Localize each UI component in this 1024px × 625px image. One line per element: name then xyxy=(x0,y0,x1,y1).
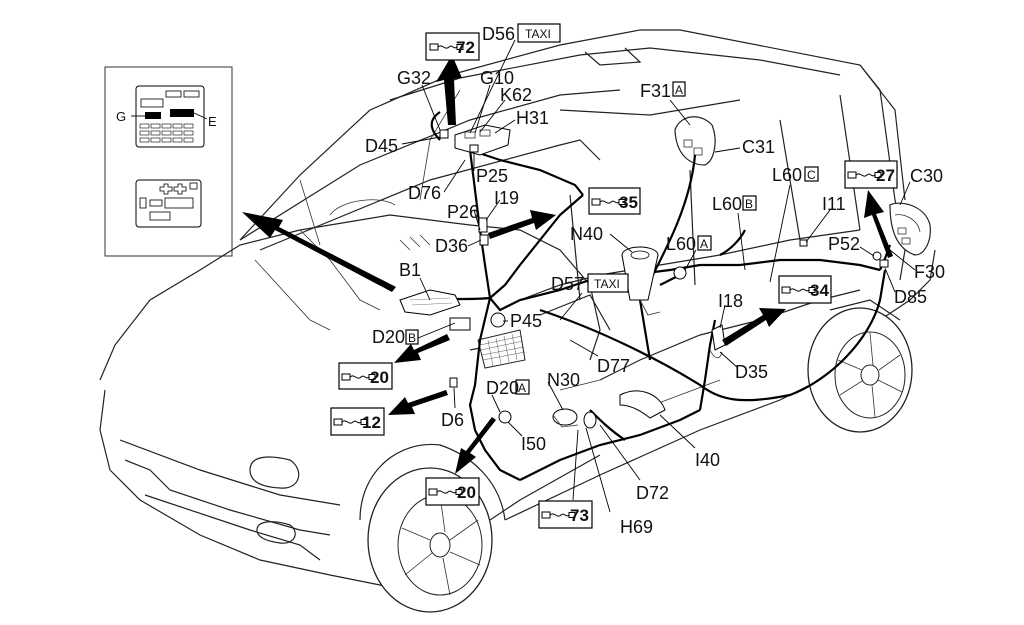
taxi-tag-mid-text: TAXI xyxy=(594,277,620,291)
label-c31: C31 xyxy=(742,137,775,157)
rear-wheel xyxy=(807,307,913,433)
label-d20b: D20 xyxy=(372,327,405,347)
motor-n30 xyxy=(552,408,597,429)
label-d57: D57 xyxy=(551,274,584,294)
reference-box-34: 34 xyxy=(778,275,832,304)
handbrake-i40 xyxy=(619,390,666,419)
taxi-tag-top-text: TAXI xyxy=(525,27,551,41)
front-lamp-f31 xyxy=(674,116,716,166)
fuse-box-b1 xyxy=(399,289,471,331)
leader-lines xyxy=(401,39,916,513)
inset-label-e: E xyxy=(208,114,217,129)
taxi-tag-top xyxy=(517,23,561,43)
label-p25: P25 xyxy=(476,166,508,186)
label-d56: D56 xyxy=(482,24,515,44)
dash-grille xyxy=(477,329,526,369)
connector-p25 xyxy=(469,144,479,153)
reference-box-12: 12 xyxy=(330,407,385,436)
component-labels: D56 G32 G10 K62 H31 D45 P25 D76 I19 P26 … xyxy=(365,24,945,537)
inset-label-g: G xyxy=(116,109,126,124)
label-n30: N30 xyxy=(547,370,580,390)
arrows xyxy=(242,55,893,474)
connector-d6 xyxy=(449,377,458,388)
l60c-variant-tag: C xyxy=(807,168,816,182)
connector-i11 xyxy=(799,239,808,247)
seatbelt-i18 xyxy=(709,324,726,359)
label-p45: P45 xyxy=(510,311,542,331)
label-i11: I11 xyxy=(822,194,846,214)
label-k62: K62 xyxy=(500,85,532,105)
label-d6: D6 xyxy=(441,410,464,430)
label-i40: I40 xyxy=(695,450,720,470)
d20b-variant-tag: B xyxy=(408,331,416,345)
ref-27-number: 27 xyxy=(876,166,895,185)
reference-box-27: 27 xyxy=(844,160,898,189)
rear-lamp xyxy=(889,202,931,256)
connector-p52 xyxy=(872,251,882,261)
l60b-variant-tag: B xyxy=(745,197,753,211)
label-l60a: L60 xyxy=(666,234,696,254)
ref-12-number: 12 xyxy=(362,413,381,432)
d20a-variant-tag: A xyxy=(518,381,526,395)
label-h31: H31 xyxy=(516,108,549,128)
label-c30: C30 xyxy=(910,166,943,186)
label-d72: D72 xyxy=(636,483,669,503)
label-i18: I18 xyxy=(718,291,743,311)
ref-35-number: 35 xyxy=(619,193,638,212)
label-g32: G32 xyxy=(397,68,431,88)
f31-variant-tag: A xyxy=(675,83,683,97)
label-d36: D36 xyxy=(435,236,468,256)
fuse-box-bottom-view xyxy=(135,179,202,228)
wiring-harness xyxy=(429,111,892,481)
reference-box-73: 73 xyxy=(538,500,593,529)
reference-box-72: 72 xyxy=(425,32,480,61)
label-l60b: L60 xyxy=(712,194,742,214)
label-p26: P26 xyxy=(447,202,479,222)
label-d77: D77 xyxy=(597,356,630,376)
label-l60c: L60 xyxy=(772,165,802,185)
ref-20-left-number: 20 xyxy=(370,368,389,387)
label-d85: D85 xyxy=(894,287,927,307)
ref-72-number: 72 xyxy=(456,38,475,57)
tag-boxes: TAXI TAXI A C B A B A xyxy=(405,23,819,395)
ref-20-bottom-number: 20 xyxy=(457,483,476,502)
taxi-tag-mid xyxy=(587,273,629,293)
label-p52: P52 xyxy=(828,234,860,254)
label-f30: F30 xyxy=(914,262,945,282)
horn-i50 xyxy=(498,410,512,424)
switch-p45 xyxy=(490,312,506,328)
label-f31: F31 xyxy=(640,81,671,101)
fuse-box-top-view: G E xyxy=(116,85,217,148)
label-i19: I19 xyxy=(494,188,519,208)
label-d76: D76 xyxy=(408,183,441,203)
l60a-variant-tag: A xyxy=(700,237,708,251)
connector-d85 xyxy=(879,259,889,268)
reference-box-35: 35 xyxy=(588,187,641,215)
inset-panel: G E xyxy=(104,66,233,257)
switch-i19 xyxy=(478,217,489,246)
label-b1: B1 xyxy=(399,260,421,280)
label-d35: D35 xyxy=(735,362,768,382)
ref-73-number: 73 xyxy=(570,506,589,525)
label-h69: H69 xyxy=(620,517,653,537)
label-d45: D45 xyxy=(365,136,398,156)
ref-34-number: 34 xyxy=(810,281,829,300)
connector-g32 xyxy=(439,129,449,139)
reference-box-20-left: 20 xyxy=(338,362,393,390)
label-d20a: D20 xyxy=(486,378,519,398)
sensor-l60a xyxy=(673,266,687,280)
label-n40: N40 xyxy=(570,224,603,244)
label-g10: G10 xyxy=(480,68,514,88)
reference-box-20-bottom: 20 xyxy=(425,477,480,506)
label-i50: I50 xyxy=(521,434,546,454)
